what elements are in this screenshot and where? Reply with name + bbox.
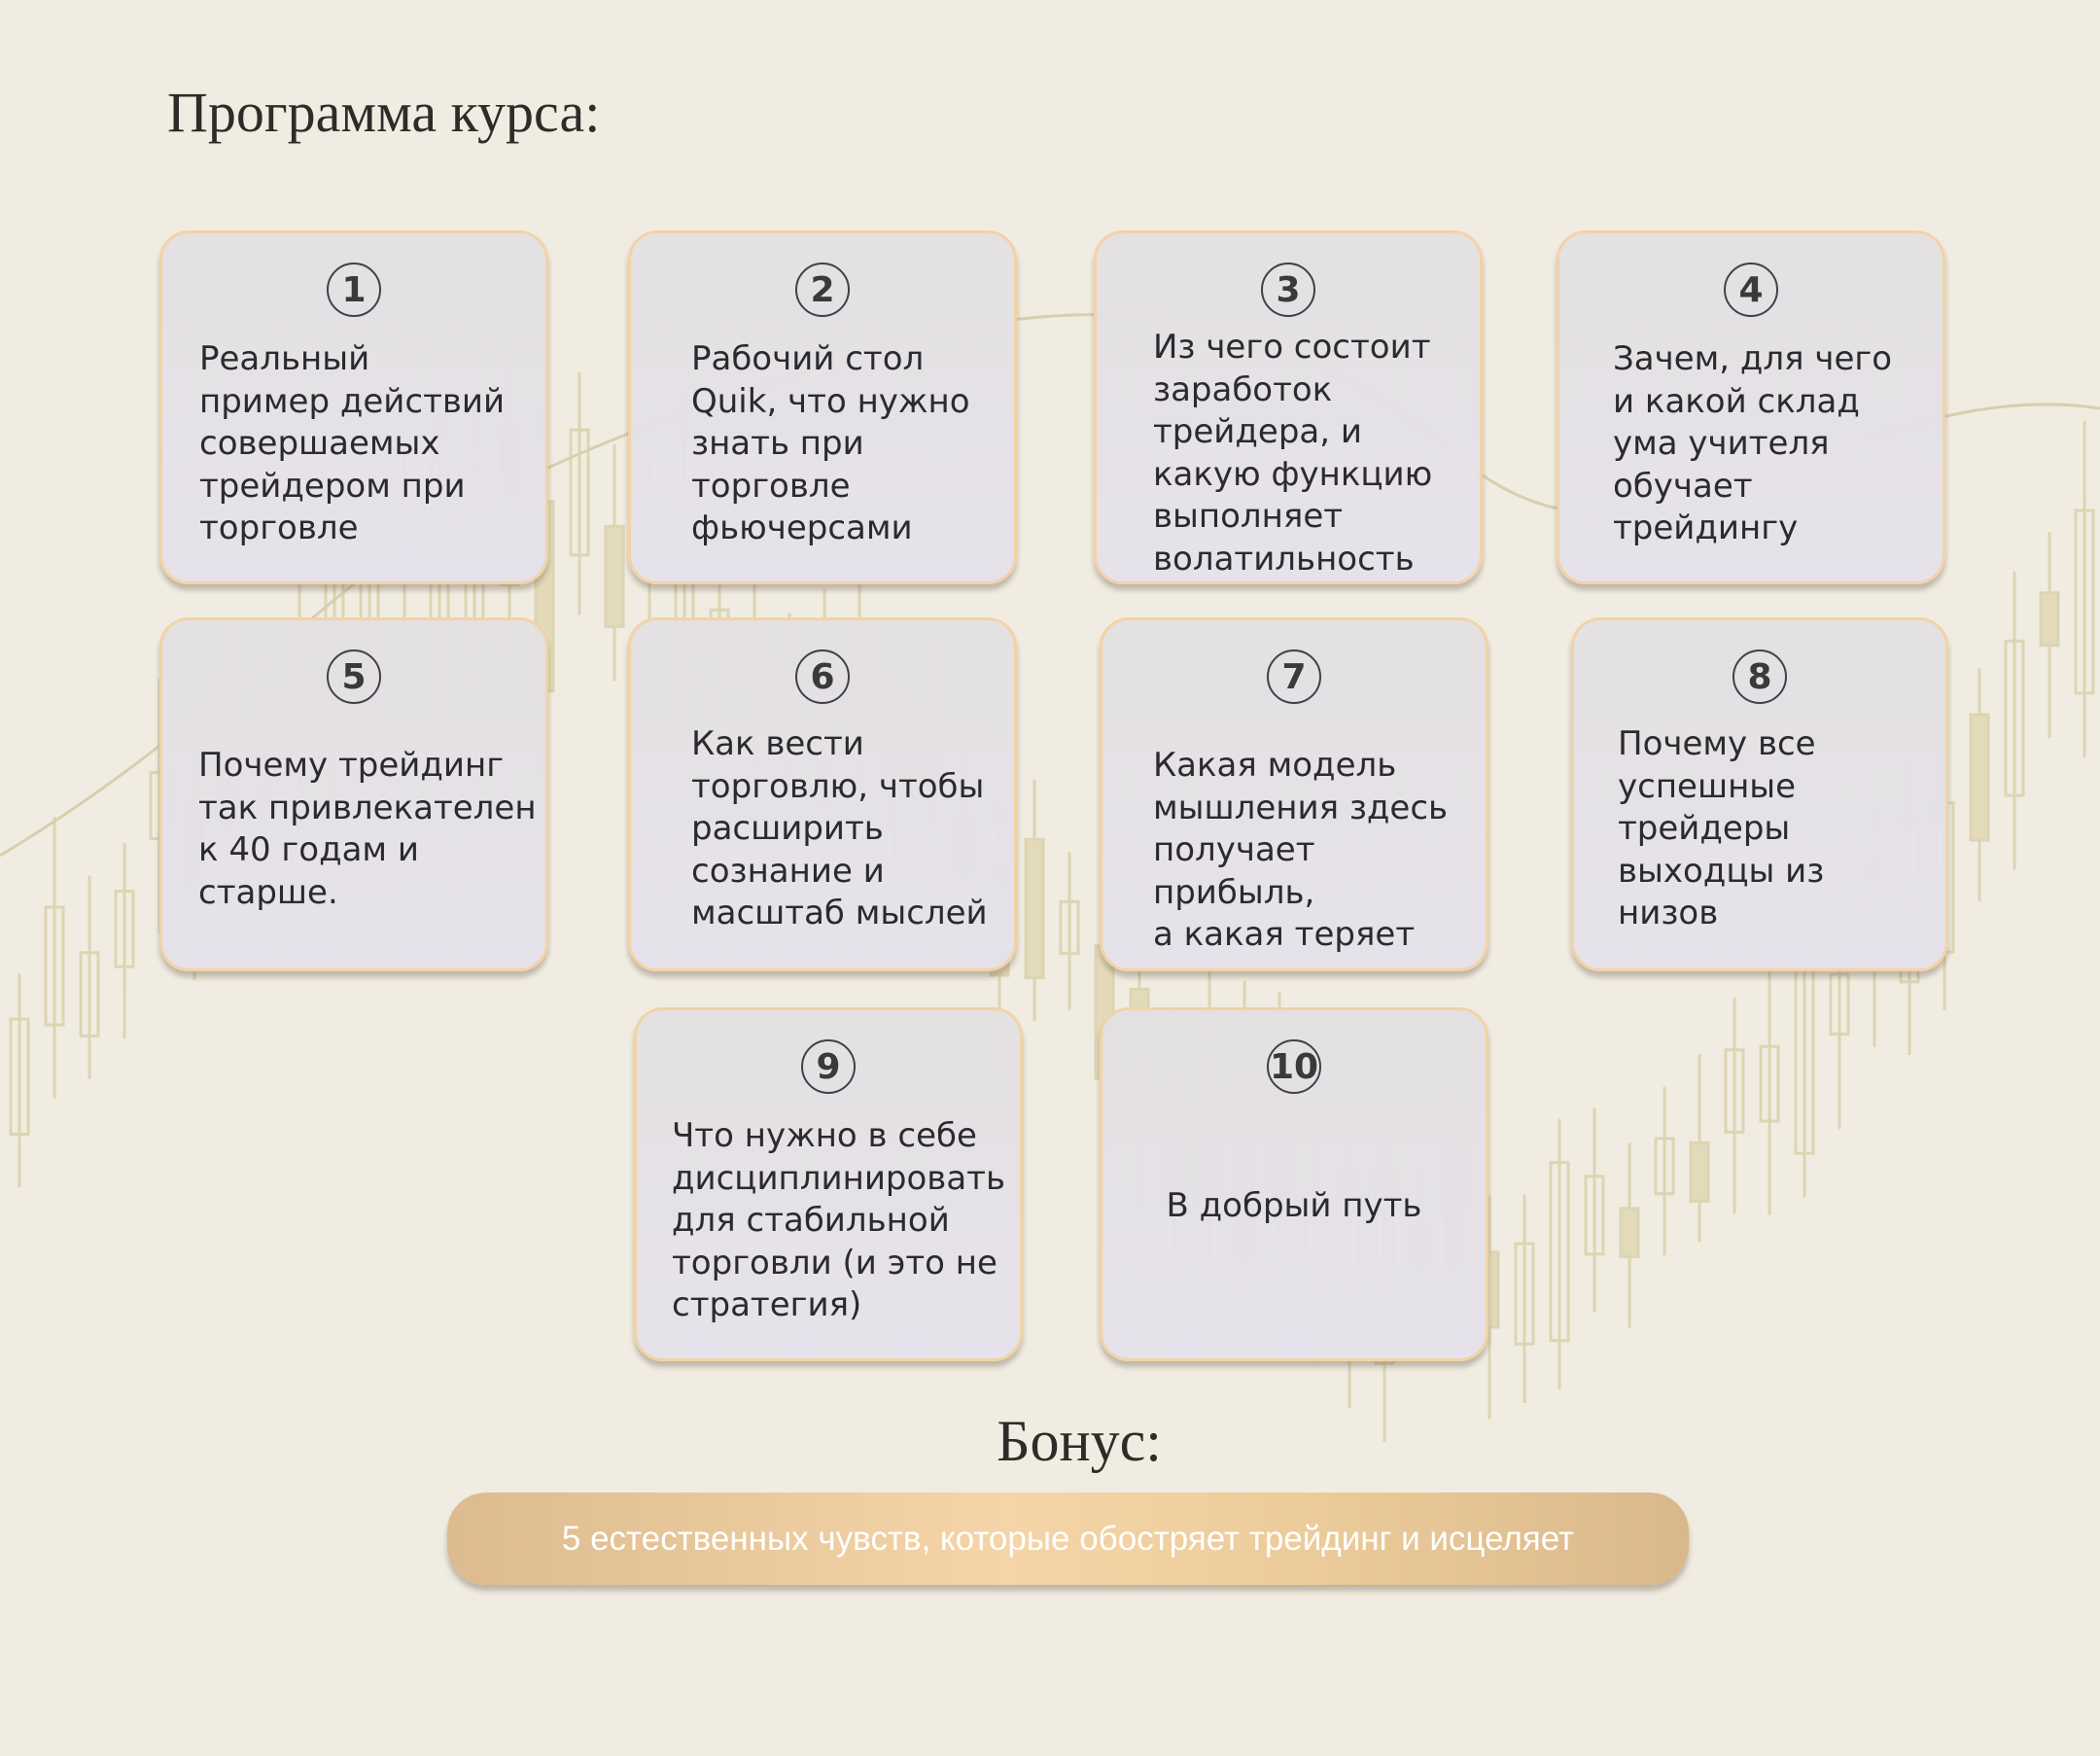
page-title: Программа курса: <box>167 81 601 144</box>
number-badge: 1 <box>327 263 381 317</box>
candle-body <box>2074 509 2095 695</box>
course-card-2: 2 Рабочий стол Quik, что нужно знать при… <box>628 230 1017 584</box>
course-card-3: 3 Из чего состоит заработок трейдера, и … <box>1094 230 1483 584</box>
candle-body <box>1619 1207 1640 1259</box>
card-text: В добрый путь <box>1166 1186 1422 1225</box>
candle-body <box>1514 1242 1535 1346</box>
bonus-title: Бонус: <box>997 1409 1162 1473</box>
card-text: Реальный пример действий совершаемых тре… <box>199 339 506 547</box>
candle-body <box>1584 1175 1605 1256</box>
candle-body <box>1689 1141 1710 1204</box>
card-text: Какая модель мышления здесь получает при… <box>1153 746 1449 954</box>
number-badge: 9 <box>801 1039 856 1094</box>
course-card-7: 7 Какая модель мышления здесь получает п… <box>1100 617 1488 971</box>
card-text: Рабочий стол Quik, что нужно знать при т… <box>691 339 970 547</box>
candle-body <box>1549 1161 1570 1343</box>
candle-body <box>1969 713 1990 842</box>
bonus-banner: 5 естественных чувств, которые обостряет… <box>447 1493 1689 1585</box>
card-text: Почему все успешные трейдеры выходцы из … <box>1618 724 1825 932</box>
candle-body <box>604 524 625 628</box>
number-badge: 10 <box>1267 1039 1321 1094</box>
number-badge: 2 <box>795 263 850 317</box>
number-badge: 3 <box>1261 263 1315 317</box>
course-card-5: 5 Почему трейдинг так привлекателен к 40… <box>159 617 548 971</box>
candle-body <box>2004 639 2025 797</box>
candle-body <box>1724 1048 1745 1134</box>
candle-body <box>9 1017 30 1137</box>
course-card-8: 8 Почему все успешные трейдеры выходцы и… <box>1571 617 1948 971</box>
candle-body <box>44 905 65 1027</box>
course-card-9: 9 Что нужно в себе дисциплинировать для … <box>634 1007 1023 1361</box>
course-card-10: 10 В добрый путь <box>1100 1007 1488 1361</box>
card-text: Как вести торговлю, чтобы расширить созн… <box>691 724 988 932</box>
number-badge: 5 <box>327 650 381 704</box>
number-badge: 7 <box>1267 650 1321 704</box>
number-badge: 4 <box>1724 263 1778 317</box>
course-card-1: 1 Реальный пример действий совершаемых т… <box>159 230 548 584</box>
card-text: Из чего состоит заработок трейдера, и ка… <box>1153 328 1433 579</box>
candle-body <box>1829 972 1850 1036</box>
candle-body <box>1024 837 1045 980</box>
card-text: Почему трейдинг так привлекателен к 40 г… <box>198 746 537 912</box>
course-card-6: 6 Как вести торговлю, чтобы расширить со… <box>628 617 1017 971</box>
bonus-text: 5 естественных чувств, которые обостряет… <box>561 1519 1575 1558</box>
candle-body <box>1059 899 1080 956</box>
candle-body <box>1759 1044 1780 1123</box>
candle-body <box>114 890 135 968</box>
candle-body <box>79 951 100 1037</box>
number-badge: 8 <box>1732 650 1787 704</box>
candle-body <box>569 428 590 557</box>
number-badge: 6 <box>795 650 850 704</box>
candle-body <box>2039 591 2060 648</box>
course-card-4: 4 Зачем, для чего и какой склад ума учит… <box>1557 230 1945 584</box>
card-text: Что нужно в себе дисциплинировать для ст… <box>672 1116 1006 1324</box>
card-text: Зачем, для чего и какой склад ума учител… <box>1613 339 1893 547</box>
candle-body <box>1654 1137 1675 1196</box>
